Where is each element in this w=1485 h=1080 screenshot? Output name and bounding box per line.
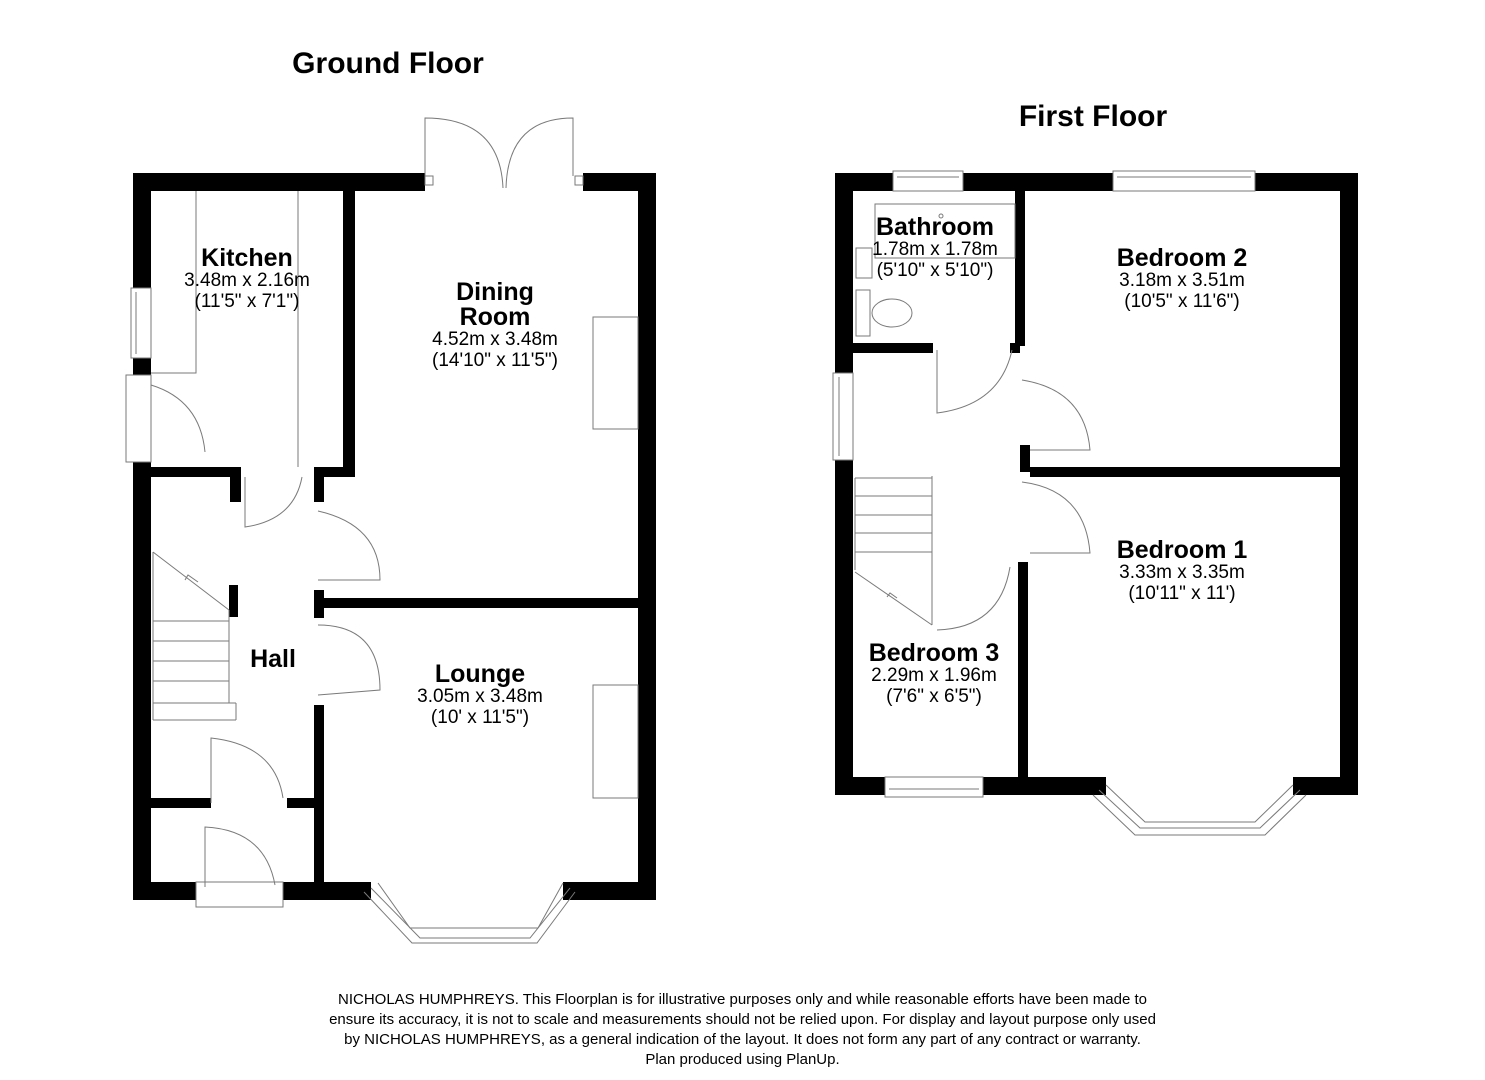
wall xyxy=(283,882,371,900)
door-swing xyxy=(1021,379,1091,451)
wall xyxy=(229,585,238,617)
window-icon xyxy=(892,170,964,192)
wall xyxy=(151,467,241,477)
door-swing xyxy=(936,349,1013,414)
room-name-line2: Room xyxy=(459,303,531,331)
room-name: Bedroom 1 xyxy=(1116,536,1248,564)
door-swing xyxy=(317,510,381,581)
front-door-threshold xyxy=(195,881,284,908)
staircase xyxy=(854,476,933,626)
bay-window xyxy=(370,887,571,939)
staircase xyxy=(152,551,237,721)
door-swing xyxy=(244,476,303,528)
door-swing xyxy=(204,826,276,887)
wall xyxy=(314,467,355,477)
ground-floor-plan xyxy=(133,173,656,900)
room-bedroom-2: Bedroom 2 3.18m x 3.51m (10'5" x 11'6") xyxy=(1117,246,1248,312)
first-floor-plan xyxy=(835,173,1358,795)
window-icon xyxy=(884,776,984,798)
room-bathroom: Bathroom 1.78m x 1.78m (5'10" x 5'10") xyxy=(872,215,998,281)
room-lounge: Lounge 3.05m x 3.48m (10' x 11'5") xyxy=(417,662,543,728)
disclaimer-line: NICHOLAS HUMPHREYS. This Floorplan is fo… xyxy=(338,991,1147,1008)
bay-window xyxy=(1105,784,1294,823)
door-swing xyxy=(150,384,206,453)
room-name: Dining xyxy=(456,278,534,306)
wall xyxy=(563,882,656,900)
room-name: Bedroom 2 xyxy=(1116,244,1248,272)
wall xyxy=(133,173,151,288)
wall xyxy=(133,358,151,375)
room-dimensions-metric: 3.05m x 3.48m xyxy=(417,686,543,707)
room-dining-room: Dining Room 4.52m x 3.48m (14'10" x 11'5… xyxy=(432,280,558,371)
wall xyxy=(314,705,324,900)
window-icon xyxy=(130,287,152,359)
room-hall: Hall xyxy=(250,647,296,672)
wall xyxy=(133,462,151,900)
room-bedroom-1: Bedroom 1 3.33m x 3.35m (10'11" x 11') xyxy=(1117,538,1248,604)
french-door-left xyxy=(424,117,504,189)
room-dimensions-imperial: (7'6" x 6'5") xyxy=(886,685,982,707)
wall xyxy=(287,798,314,808)
worktop xyxy=(151,191,197,374)
wall xyxy=(324,598,638,608)
room-dimensions-imperial: (11'5" x 7'1") xyxy=(194,290,300,312)
wall xyxy=(151,798,211,808)
room-dimensions-metric: 3.48m x 2.16m xyxy=(184,270,310,291)
room-dimensions-metric: 3.33m x 3.35m xyxy=(1119,562,1245,583)
wall xyxy=(583,173,656,191)
toilet xyxy=(871,298,913,328)
wall xyxy=(343,191,355,477)
room-dimensions-imperial: (10'11" x 11') xyxy=(1128,582,1236,604)
room-dimensions-imperial: (10' x 11'5") xyxy=(430,706,530,728)
room-dimensions-imperial: (5'10" x 5'10") xyxy=(876,259,994,281)
chimney-breast xyxy=(592,316,639,430)
disclaimer-line: ensure its accuracy, it is not to scale … xyxy=(329,1011,1156,1028)
room-kitchen: Kitchen 3.48m x 2.16m (11'5" x 7'1") xyxy=(184,246,310,312)
bath xyxy=(874,203,1016,259)
window-icon xyxy=(1112,170,1256,192)
disclaimer-line: by NICHOLAS HUMPHREYS, as a general indi… xyxy=(344,1031,1141,1048)
room-dimensions-metric: 3.18m x 3.51m xyxy=(1119,270,1245,291)
wall xyxy=(314,467,324,502)
door-swing xyxy=(1021,481,1091,554)
wall xyxy=(230,467,241,502)
room-name: Bedroom 3 xyxy=(868,639,1000,667)
ground-floor-fixtures xyxy=(125,117,639,944)
room-dimensions-metric: 2.29m x 1.96m xyxy=(871,665,997,686)
room-name: Kitchen xyxy=(201,244,293,272)
floor-title-ground: Ground Floor xyxy=(292,47,484,80)
window-icon xyxy=(832,372,854,461)
room-dimensions-metric: 4.52m x 3.48m xyxy=(432,329,558,350)
floor-title-first: First Floor xyxy=(1018,100,1168,133)
room-name: Lounge xyxy=(434,660,526,688)
disclaimer-line: Plan produced using PlanUp. xyxy=(645,1051,840,1068)
door-swing xyxy=(317,624,381,696)
wall xyxy=(314,590,324,618)
room-name: Bathroom xyxy=(875,213,995,241)
chimney-breast xyxy=(592,684,639,799)
wall xyxy=(638,173,656,900)
door-swing xyxy=(936,566,1011,631)
room-name: Hall xyxy=(250,645,296,673)
basin xyxy=(855,247,873,279)
room-dimensions-metric: 1.78m x 1.78m xyxy=(872,239,998,260)
room-dimensions-imperial: (14'10" x 11'5") xyxy=(431,349,559,371)
wall xyxy=(133,173,425,191)
wall xyxy=(133,882,196,900)
disclaimer: NICHOLAS HUMPHREYS. This Floorplan is fo… xyxy=(240,990,1245,1070)
first-floor-fixtures xyxy=(832,170,1307,836)
french-door-right xyxy=(505,117,574,189)
room-bedroom-3: Bedroom 3 2.29m x 1.96m (7'6" x 6'5") xyxy=(869,641,1000,707)
room-dimensions-imperial: (10'5" x 11'6") xyxy=(1124,290,1240,312)
door-swing xyxy=(210,737,284,803)
